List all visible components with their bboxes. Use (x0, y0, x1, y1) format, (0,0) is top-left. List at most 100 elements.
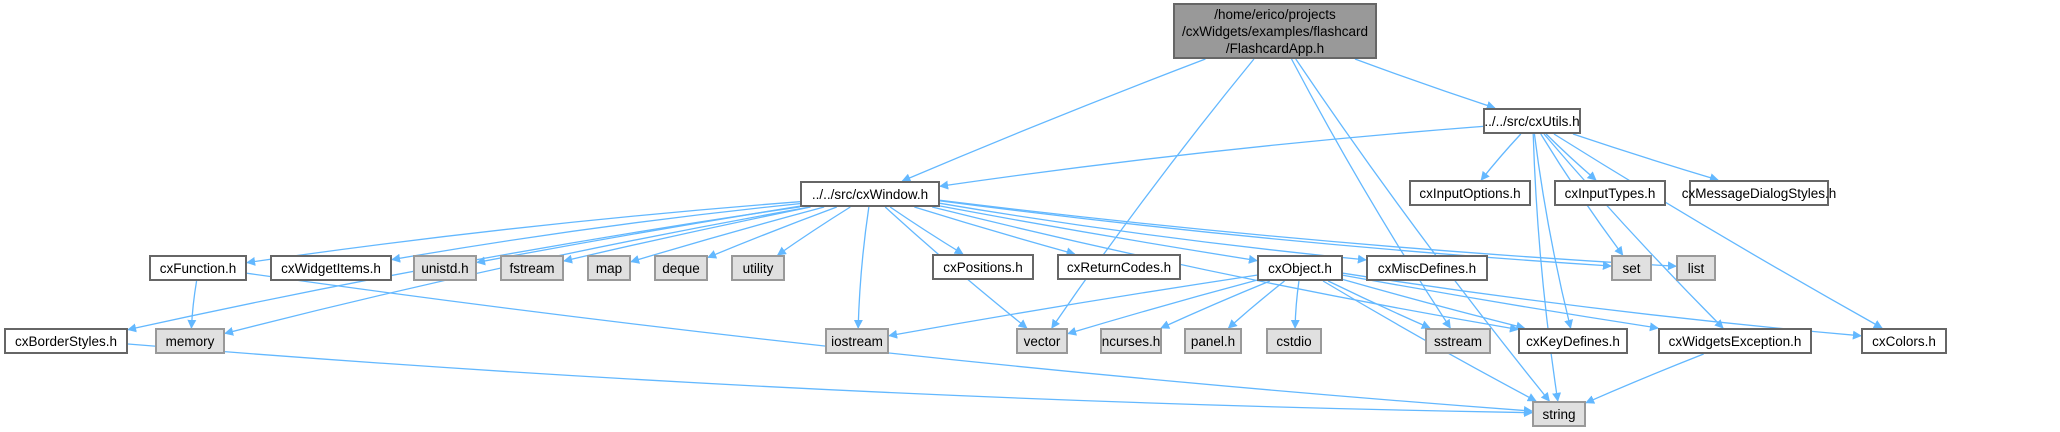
edge-cxobject-to-panel (1227, 280, 1285, 329)
edge-cxwindow-to-utility (776, 206, 851, 256)
edge-cxutils-to-string (1532, 133, 1562, 402)
node-cxobject[interactable]: cxObject.h (1257, 255, 1343, 281)
node-label: iostream (831, 333, 883, 349)
edge-cxobject-to-vector (1067, 279, 1258, 336)
edge-cxobject-to-cstdio (1290, 280, 1300, 329)
edge-cxutils-to-cxcolors (1553, 133, 1883, 329)
edge-cxwindow-to-cxobject (939, 205, 1258, 264)
node-utility[interactable]: utility (731, 255, 785, 281)
edge-cxwindow-to-cxmiscdefines (939, 202, 1367, 264)
node-label: cxReturnCodes.h (1066, 259, 1172, 275)
edge-cxwindow-to-list (939, 199, 1677, 271)
node-fstream[interactable]: fstream (500, 255, 564, 281)
edge-cxutils-to-cxmessagedialogstyles (1572, 133, 1719, 182)
node-cxpositions[interactable]: cxPositions.h (932, 254, 1034, 280)
node-cxwindow[interactable]: ../../src/cxWindow.h (800, 181, 940, 207)
node-label: ncurses.h (1101, 333, 1161, 349)
node-vector[interactable]: vector (1016, 328, 1068, 354)
node-label: string (1542, 406, 1576, 422)
node-label: sstream (1433, 333, 1482, 349)
edge-cxwindow-to-cxwidgetitems (391, 202, 801, 263)
node-cxborderstyles[interactable]: cxBorderStyles.h (4, 328, 128, 354)
node-label: set (1622, 260, 1641, 276)
root-path-line-3: /FlashcardApp.h (1225, 40, 1325, 56)
node-cxwidgetsexception[interactable]: cxWidgetsException.h (1658, 328, 1812, 354)
node-list[interactable]: list (1676, 255, 1716, 281)
node-unistd[interactable]: unistd.h (413, 255, 477, 281)
node-cxmessagedialogstyles[interactable]: cxMessageDialogStyles.h (1682, 180, 1836, 206)
edge-cxwindow-to-set (939, 200, 1612, 270)
node-label: cxColors.h (1872, 333, 1936, 349)
node-map[interactable]: map (587, 255, 631, 281)
node-label: cxBorderStyles.h (14, 333, 118, 349)
edge-cxwindow-to-fstream (563, 206, 811, 264)
node-label: cstdio (1276, 333, 1312, 349)
node-cxcolors[interactable]: cxColors.h (1861, 328, 1947, 354)
edge-cxwindow-to-cxfunction (246, 201, 801, 266)
edge-flashcardapp-to-cxwindow (901, 58, 1206, 182)
node-string[interactable]: string (1532, 401, 1586, 427)
edge-cxobject-to-sstream (1327, 280, 1431, 329)
node-set[interactable]: set (1611, 255, 1652, 281)
edge-cxwidgetsexception-to-string (1585, 353, 1704, 404)
edge-cxutils-to-cxinputtypes (1545, 133, 1597, 181)
node-cxkeydefines[interactable]: cxKeyDefines.h (1518, 328, 1628, 354)
node-ncurses[interactable]: ncurses.h (1100, 328, 1162, 354)
edge-cxwindow-to-cxreturncodes (914, 206, 1076, 257)
node-label: cxPositions.h (943, 259, 1023, 275)
edge-cxwindow-to-cxpositions (889, 206, 964, 255)
edge-cxobject-to-cxkeydefines (1342, 278, 1526, 331)
edge-flashcardapp-to-cxutils (1354, 58, 1496, 110)
edge-cxwindow-to-iostream (853, 206, 870, 329)
node-label: cxMiscDefines.h (1377, 260, 1477, 276)
node-label: cxInputOptions.h (1419, 185, 1521, 201)
edge-cxutils-to-cxwidgetsexception (1543, 133, 1724, 329)
node-label: vector (1023, 333, 1061, 349)
root-path-line-1: /home/erico/projects (1214, 6, 1336, 22)
node-iostream[interactable]: iostream (825, 328, 889, 354)
edge-cxwindow-to-deque (707, 206, 838, 259)
edge-cxfunction-to-string (246, 272, 1533, 415)
edge-cxutils-to-cxwindow (939, 125, 1484, 190)
node-label: map (595, 260, 623, 276)
node-sstream[interactable]: sstream (1425, 328, 1491, 354)
edge-cxwindow-to-map (630, 206, 825, 264)
node-panel[interactable]: panel.h (1184, 328, 1242, 354)
edge-flashcardapp-to-vector (1051, 58, 1255, 329)
node-label: cxKeyDefines.h (1526, 333, 1620, 349)
node-cxmiscdefines[interactable]: cxMiscDefines.h (1366, 255, 1488, 281)
edge-flashcardapp-to-sstream (1290, 58, 1451, 329)
node-cxinputtypes[interactable]: cxInputTypes.h (1554, 180, 1666, 206)
node-label: unistd.h (421, 260, 469, 276)
edge-cxwindow-to-cxkeydefines (932, 206, 1519, 333)
node-label: panel.h (1190, 333, 1236, 349)
node-label: ../../src/cxUtils.h (1484, 113, 1580, 129)
edge-flashcardapp-to-string (1295, 58, 1550, 402)
node-label: cxWidgetsException.h (1668, 333, 1802, 349)
node-label: cxMessageDialogStyles.h (1681, 185, 1837, 201)
node-deque[interactable]: deque (654, 255, 708, 281)
node-label: utility (742, 260, 774, 276)
node-cxinputoptions[interactable]: cxInputOptions.h (1409, 180, 1531, 206)
node-label: cxFunction.h (159, 260, 237, 276)
edge-cxutils-to-cxinputoptions (1480, 133, 1522, 181)
node-cxwidgetitems[interactable]: cxWidgetItems.h (270, 255, 392, 281)
node-label: fstream (509, 260, 555, 276)
edge-cxutils-to-cxkeydefines (1533, 133, 1574, 329)
edge-cxfunction-to-memory (187, 280, 198, 329)
node-label: memory (165, 333, 215, 349)
node-cstdio[interactable]: cstdio (1266, 328, 1322, 354)
edge-cxobject-to-iostream (888, 274, 1258, 339)
node-label: cxInputTypes.h (1564, 185, 1656, 201)
node-cxutils[interactable]: ../../src/cxUtils.h (1483, 108, 1581, 134)
node-label: list (1687, 260, 1705, 276)
edge-cxobject-to-cxwidgetsexception (1342, 274, 1659, 332)
node-cxfunction[interactable]: cxFunction.h (149, 255, 247, 281)
node-flashcardapp[interactable]: /home/erico/projects /cxWidgets/examples… (1173, 3, 1377, 59)
edge-cxobject-to-ncurses (1160, 280, 1271, 329)
node-cxreturncodes[interactable]: cxReturnCodes.h (1057, 254, 1181, 280)
node-memory[interactable]: memory (155, 328, 225, 354)
edge-cxborderstyles-to-string (127, 343, 1533, 418)
node-label: cxObject.h (1268, 260, 1332, 276)
